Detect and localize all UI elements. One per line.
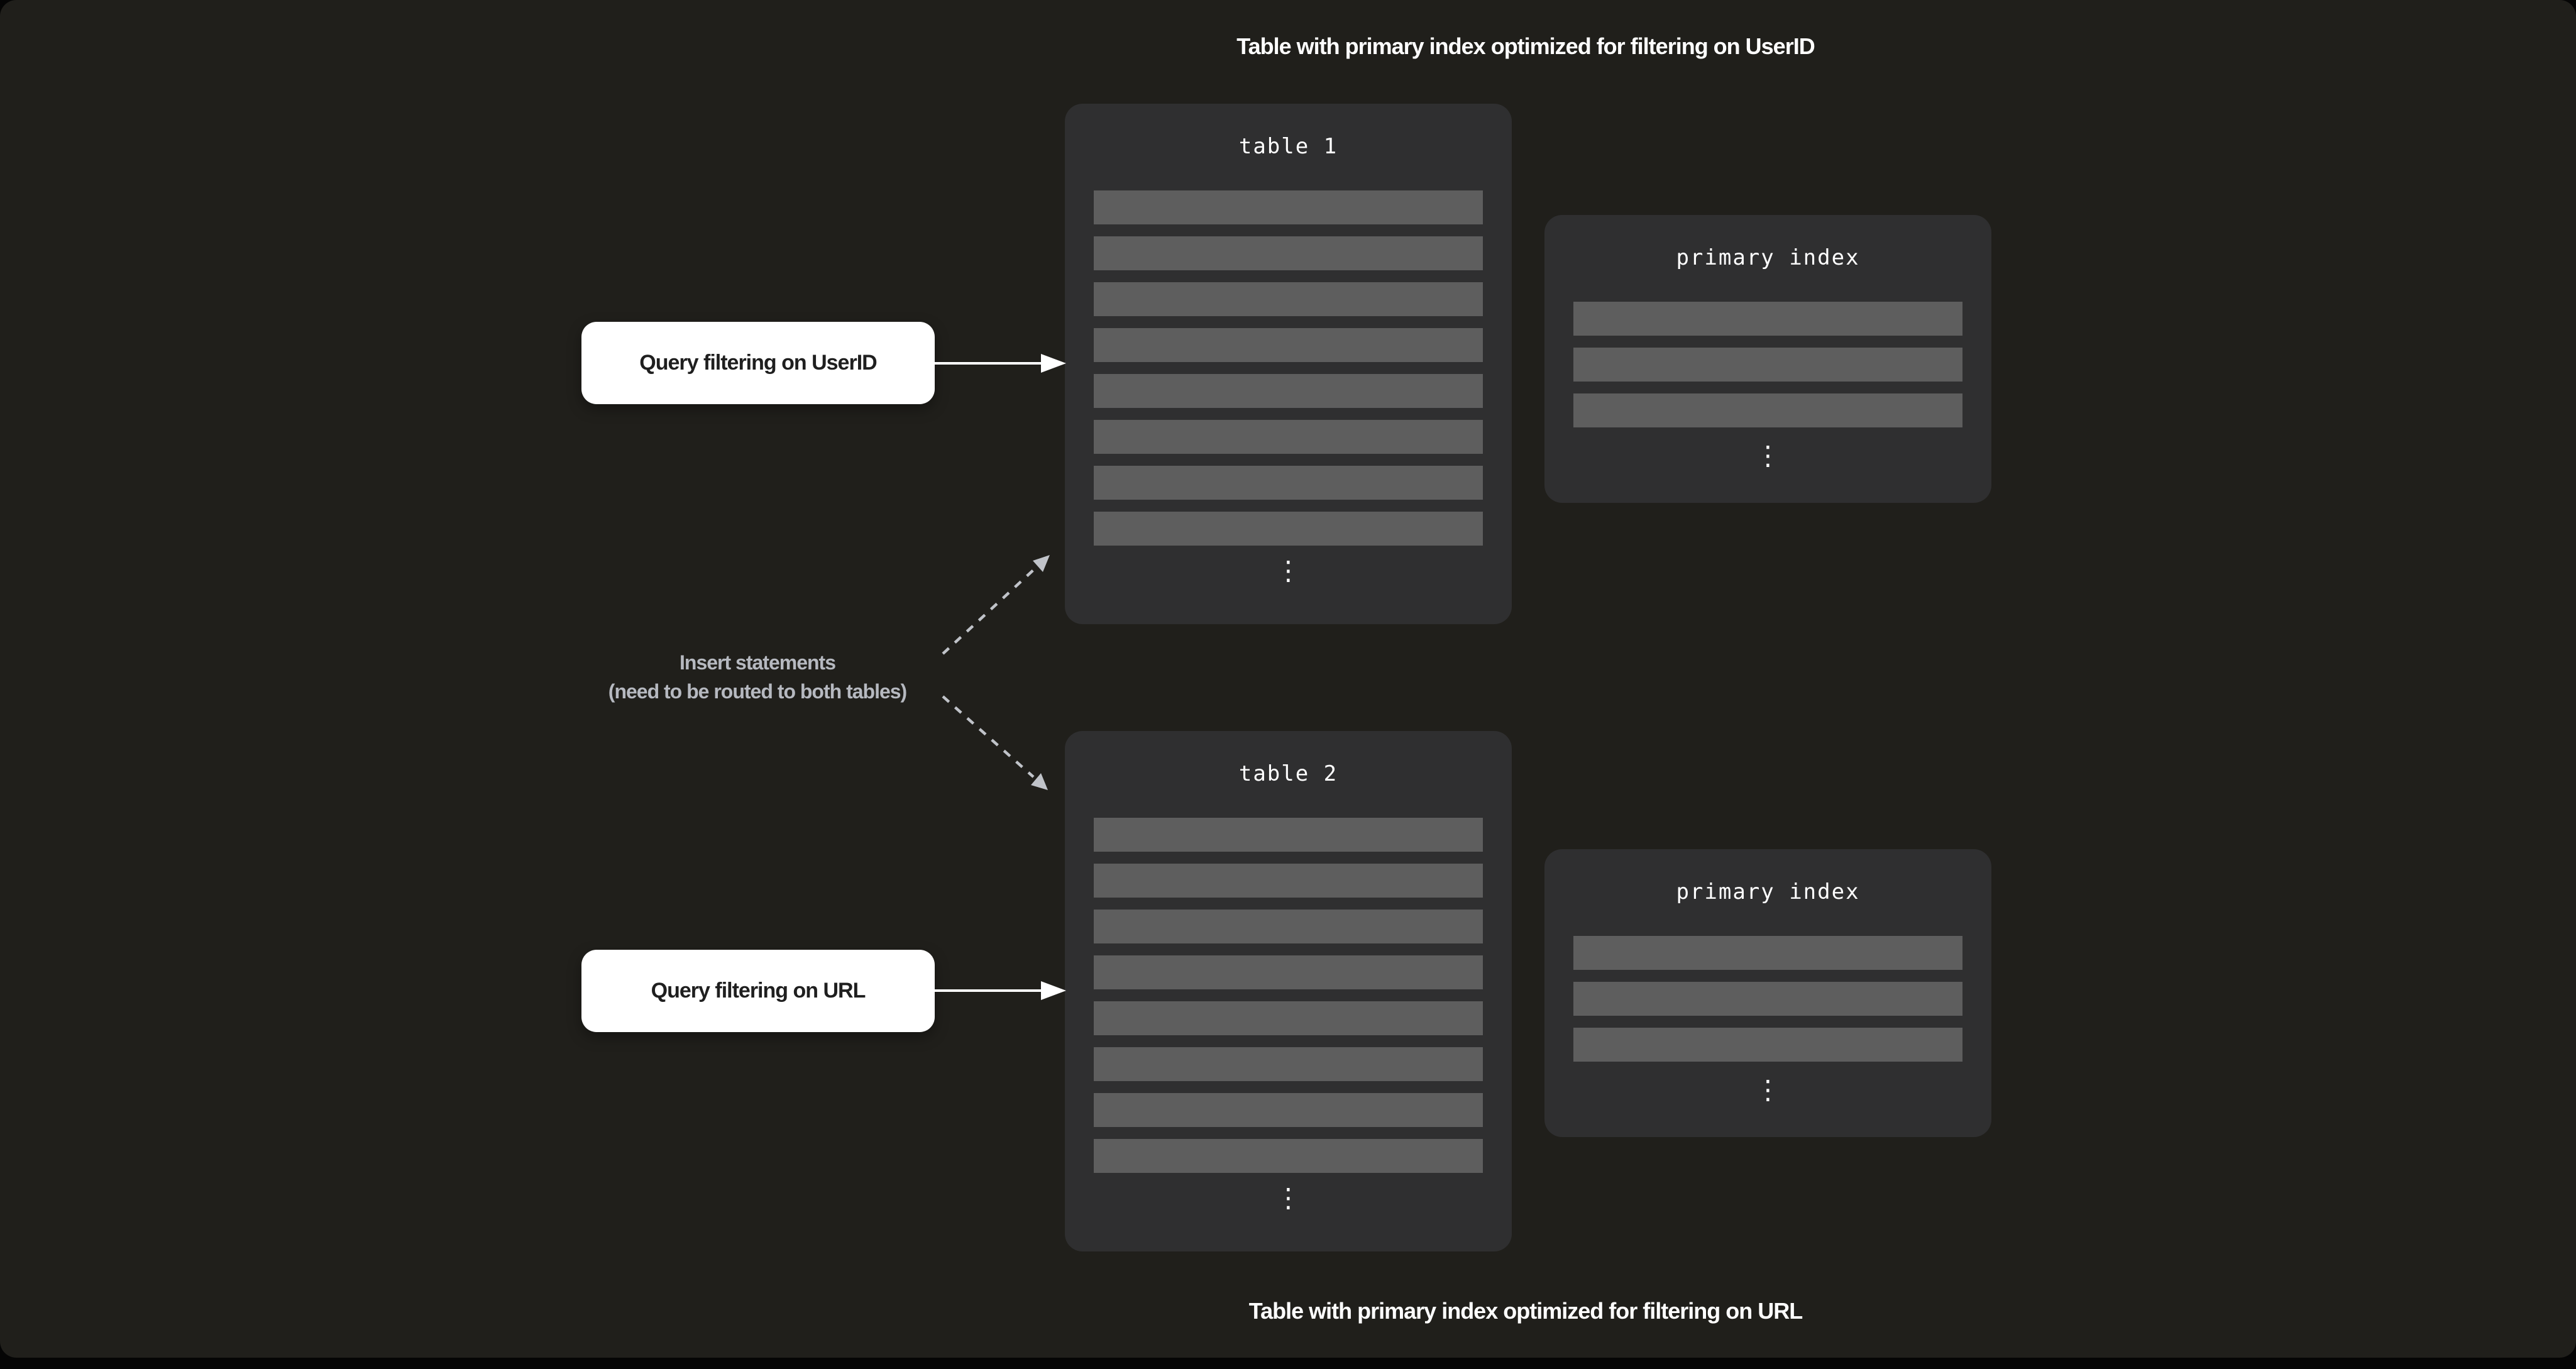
record-bar — [1094, 910, 1483, 943]
record-bar — [1573, 1028, 1962, 1062]
record-bar — [1094, 374, 1483, 408]
record-bar — [1094, 466, 1483, 500]
vertical-ellipsis-icon: ⋮ — [1275, 555, 1302, 586]
vertical-ellipsis-icon: ⋮ — [1754, 440, 1781, 471]
record-bar — [1094, 282, 1483, 316]
caption-top: Table with primary index optimized for f… — [1236, 33, 1815, 59]
insert-arrow-to-table-2 — [942, 695, 1048, 790]
query-userid-chip: Query filtering on UserID — [581, 322, 935, 404]
primary-index-1-title: primary index — [1676, 245, 1860, 270]
insert-arrow-to-table-1 — [942, 555, 1050, 655]
table-2-panel: table 2 ⋮ — [1065, 731, 1512, 1251]
query-userid-arrow — [935, 354, 1066, 373]
primary-index-2-rows — [1573, 936, 1962, 1062]
table-2-title: table 2 — [1238, 761, 1338, 786]
record-bar — [1094, 328, 1483, 362]
record-bar — [1094, 955, 1483, 989]
record-bar — [1573, 348, 1962, 382]
vertical-ellipsis-icon: ⋮ — [1754, 1074, 1781, 1105]
primary-index-2-panel: primary index ⋮ — [1544, 849, 1991, 1137]
insert-note-line2: (need to be routed to both tables) — [608, 680, 907, 703]
record-bar — [1094, 190, 1483, 224]
insert-note-line1: Insert statements — [680, 651, 836, 674]
record-bar — [1573, 393, 1962, 427]
record-bar — [1094, 1047, 1483, 1081]
caption-bottom: Table with primary index optimized for f… — [1248, 1298, 1803, 1324]
insert-statements-note: Insert statements (need to be routed to … — [506, 648, 1009, 706]
query-url-label: Query filtering on URL — [651, 979, 866, 1003]
record-bar — [1094, 864, 1483, 898]
table-1-title: table 1 — [1238, 134, 1338, 159]
record-bar — [1094, 1139, 1483, 1173]
record-bar — [1094, 420, 1483, 454]
record-bar — [1573, 936, 1962, 970]
table-2-rows — [1094, 818, 1483, 1173]
record-bar — [1094, 818, 1483, 852]
query-url-chip: Query filtering on URL — [581, 950, 935, 1032]
primary-index-2-title: primary index — [1676, 879, 1860, 904]
record-bar — [1573, 302, 1962, 336]
record-bar — [1573, 982, 1962, 1016]
record-bar — [1094, 1093, 1483, 1127]
record-bar — [1094, 1001, 1483, 1035]
record-bar — [1094, 236, 1483, 270]
query-url-arrow — [935, 981, 1066, 1000]
primary-index-1-panel: primary index ⋮ — [1544, 215, 1991, 503]
query-userid-label: Query filtering on UserID — [639, 351, 877, 375]
table-1-panel: table 1 ⋮ — [1065, 104, 1512, 624]
record-bar — [1094, 512, 1483, 546]
table-1-rows — [1094, 190, 1483, 546]
primary-index-1-rows — [1573, 302, 1962, 427]
vertical-ellipsis-icon: ⋮ — [1275, 1182, 1302, 1213]
